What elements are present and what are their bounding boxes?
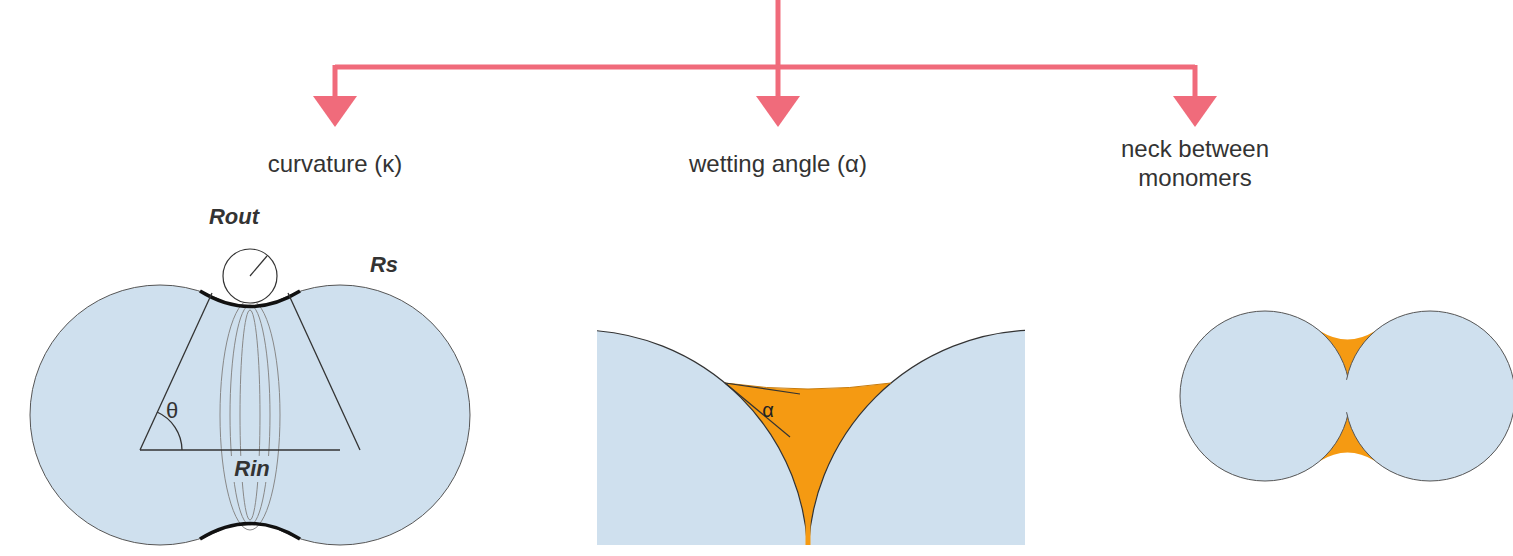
- radius-label: Rin: [231, 456, 272, 482]
- radius-label: Rs: [370, 252, 398, 278]
- curvature-figure: [30, 249, 470, 545]
- branch-arrows: [335, 0, 1195, 98]
- wetting-figure: [597, 330, 1025, 545]
- neck-figure: [1180, 311, 1513, 481]
- branch-title: neck between monomers: [1100, 135, 1290, 193]
- arrow-heads: [313, 96, 1217, 127]
- branch-title: wetting angle (α): [689, 150, 867, 179]
- angle-symbol: α: [762, 398, 774, 422]
- angle-symbol: θ: [166, 398, 178, 424]
- radius-label: Rout: [209, 204, 259, 230]
- branch-title: curvature (κ): [268, 150, 403, 179]
